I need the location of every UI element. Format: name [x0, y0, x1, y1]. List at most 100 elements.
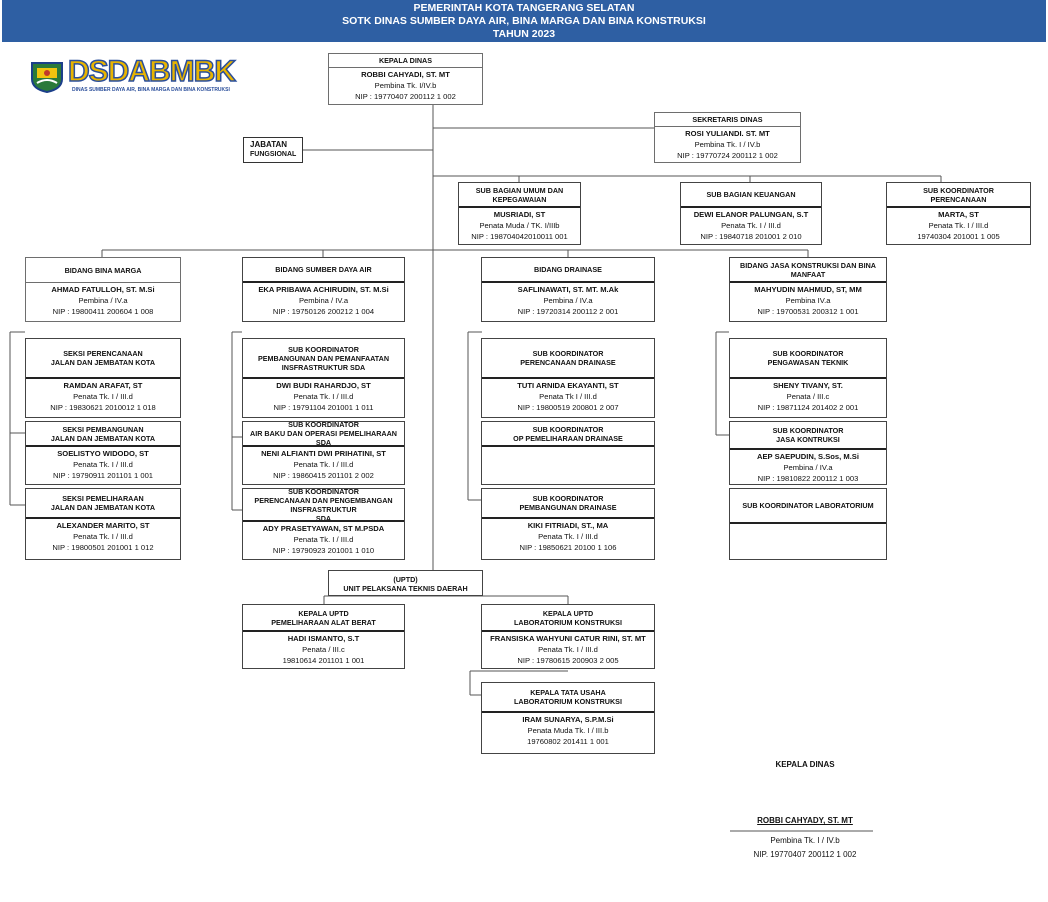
official-rank: Penata Muda / TK. I/IIIb — [479, 221, 560, 230]
org-box-body: TUTI ARNIDA EKAYANTI, ST Penata Tk I / II… — [482, 379, 654, 413]
official-name: ROBBI CAHYADI, ST. MT — [361, 70, 450, 79]
org-box-title: SEKRETARIS DINAS — [655, 113, 800, 127]
org-box-uptd: (UPTD)UNIT PELAKSANA TEKNIS DAERAH — [328, 570, 483, 596]
org-box-title-line: LABORATORIUM KONSTRUKSI — [514, 617, 622, 627]
org-box-title-line: SUB KOORDINATOR — [923, 185, 994, 195]
official-name: KIKI FITRIADI, ST., MA — [527, 521, 609, 530]
org-box-title-line: INSFRASTRUKTUR SDA — [281, 362, 366, 372]
official-nip: NIP : 19790911 201101 1 001 — [52, 471, 154, 480]
org-box-title-line: KEPALA UPTD — [298, 608, 349, 618]
official-rank: Penata Muda Tk. I / III.b — [527, 726, 609, 735]
official-rank: Penata Tk. I / III.d — [293, 535, 354, 544]
official-rank: Penata Tk. I / III.d — [73, 460, 133, 469]
official-name: MUSRIADI, ST — [493, 210, 546, 219]
org-box-title-line: SEKSI PEMELIHARAAN — [62, 494, 144, 503]
official-name: SOELISTYO WIDODO, ST — [57, 449, 149, 458]
official-nip: NIP : 19871124 201402 2 001 — [757, 403, 859, 412]
org-box-title-line: SUB BAGIAN UMUM DAN — [475, 185, 564, 195]
official-rank: Pembina / IV.a — [78, 296, 128, 305]
official-name: TUTI ARNIDA EKAYANTI, ST — [517, 381, 619, 390]
org-box-title-line: SDA — [315, 513, 332, 522]
official-rank: Penata Tk. I / III.d — [538, 645, 598, 654]
org-box-title-line: SUB KOORDINATOR — [772, 349, 844, 358]
official-nip: NIP : 19791104 201001 1 011 — [273, 403, 374, 412]
org-box-title-line: SUB KOORDINATOR LABORATORIUM — [742, 501, 874, 510]
official-rank: Penata Tk. I / III.d — [73, 392, 133, 401]
org-box-title-line: SEKRETARIS DINAS — [692, 115, 763, 124]
org-box-bina-marga: BIDANG BINA MARGA AHMAD FATULLOH, ST. M.S… — [25, 257, 181, 322]
official-rank: Pembina IV.a — [785, 296, 831, 305]
official-rank: Pembina / IV.a — [783, 463, 833, 472]
jabatan-fungsional-line-2: FUNGSIONAL — [250, 151, 297, 158]
official-rank: Penata Tk. I / III.d — [928, 221, 989, 230]
org-box-title-line: OP PEMELIHARAAN DRAINASE — [513, 433, 623, 443]
official-nip: NIP : 19840718 201001 2 010 — [700, 232, 802, 241]
org-box-title-line: SUB BAGIAN KEUANGAN — [706, 190, 796, 199]
official-nip: NIP : 19850621 20100 1 106 — [519, 543, 617, 552]
org-box-title-line: JALAN DAN JEMBATAN KOTA — [50, 358, 156, 367]
signature-rank: Pembina Tk. I / IV.b — [770, 836, 840, 845]
official-nip: NIP : 19810822 200112 1 003 — [757, 474, 859, 483]
official-name: AEP SAEPUDIN, S.Sos, M.Si — [757, 452, 859, 461]
org-box-title-line: PENGAWASAN TEKNIK — [767, 358, 849, 367]
official-rank: Penata Tk I / III.d — [539, 392, 597, 401]
org-box-title-line: SUB KOORDINATOR — [532, 494, 604, 503]
jabatan-fungsional-line-1: JABATAN — [250, 140, 288, 149]
org-box-title: BIDANG SUMBER DAYA AIR — [243, 258, 404, 283]
official-name: HADI ISMANTO, S.T — [287, 634, 360, 643]
official-nip: 19760802 201411 1 001 — [527, 737, 609, 746]
official-name: DWI BUDI RAHARDJO, ST — [276, 381, 371, 390]
city-emblem-icon — [31, 62, 63, 93]
org-box-title-line: BIDANG SUMBER DAYA AIR — [275, 265, 372, 274]
official-name: MARTA, ST — [938, 210, 979, 219]
org-box-title-line: SUB KOORDINATOR — [532, 424, 604, 434]
org-box-title-line: BIDANG BINA MARGA — [64, 265, 142, 275]
org-box-title-line: JALAN DAN JEMBATAN KOTA — [50, 433, 156, 443]
org-box-title-line: KEPALA UPTD — [542, 608, 594, 618]
org-box-title-line: SUB KOORDINATOR — [772, 426, 844, 435]
signature-title: KEPALA DINAS — [775, 760, 835, 769]
org-box-title-line: SUB KOORDINATOR — [532, 349, 604, 358]
org-box-title-line: SUB KOORDINATOR — [288, 422, 359, 429]
official-name: RAMDAN ARAFAT, ST — [63, 381, 143, 390]
signature-nip: NIP. 19770407 200112 1 002 — [753, 850, 857, 859]
org-box-title-line: SUB KOORDINATOR — [288, 489, 359, 496]
official-name: MAHYUDIN MAHMUD, ST, MM — [754, 285, 862, 294]
official-name: AHMAD FATULLOH, ST. M.Si — [51, 285, 155, 294]
header-line-3: TAHUN 2023 — [492, 28, 556, 40]
official-rank: Pembina / IV.a — [298, 296, 349, 305]
org-box-title-line: PERENCANAAN DAN PENGEMBANGAN INSFRASTRUK… — [254, 495, 393, 514]
official-nip: NIP : 19790923 201001 1 010 — [272, 546, 375, 555]
official-rank: Penata Tk. I / III.d — [721, 221, 781, 230]
official-rank: Penata / III.c — [302, 645, 345, 654]
